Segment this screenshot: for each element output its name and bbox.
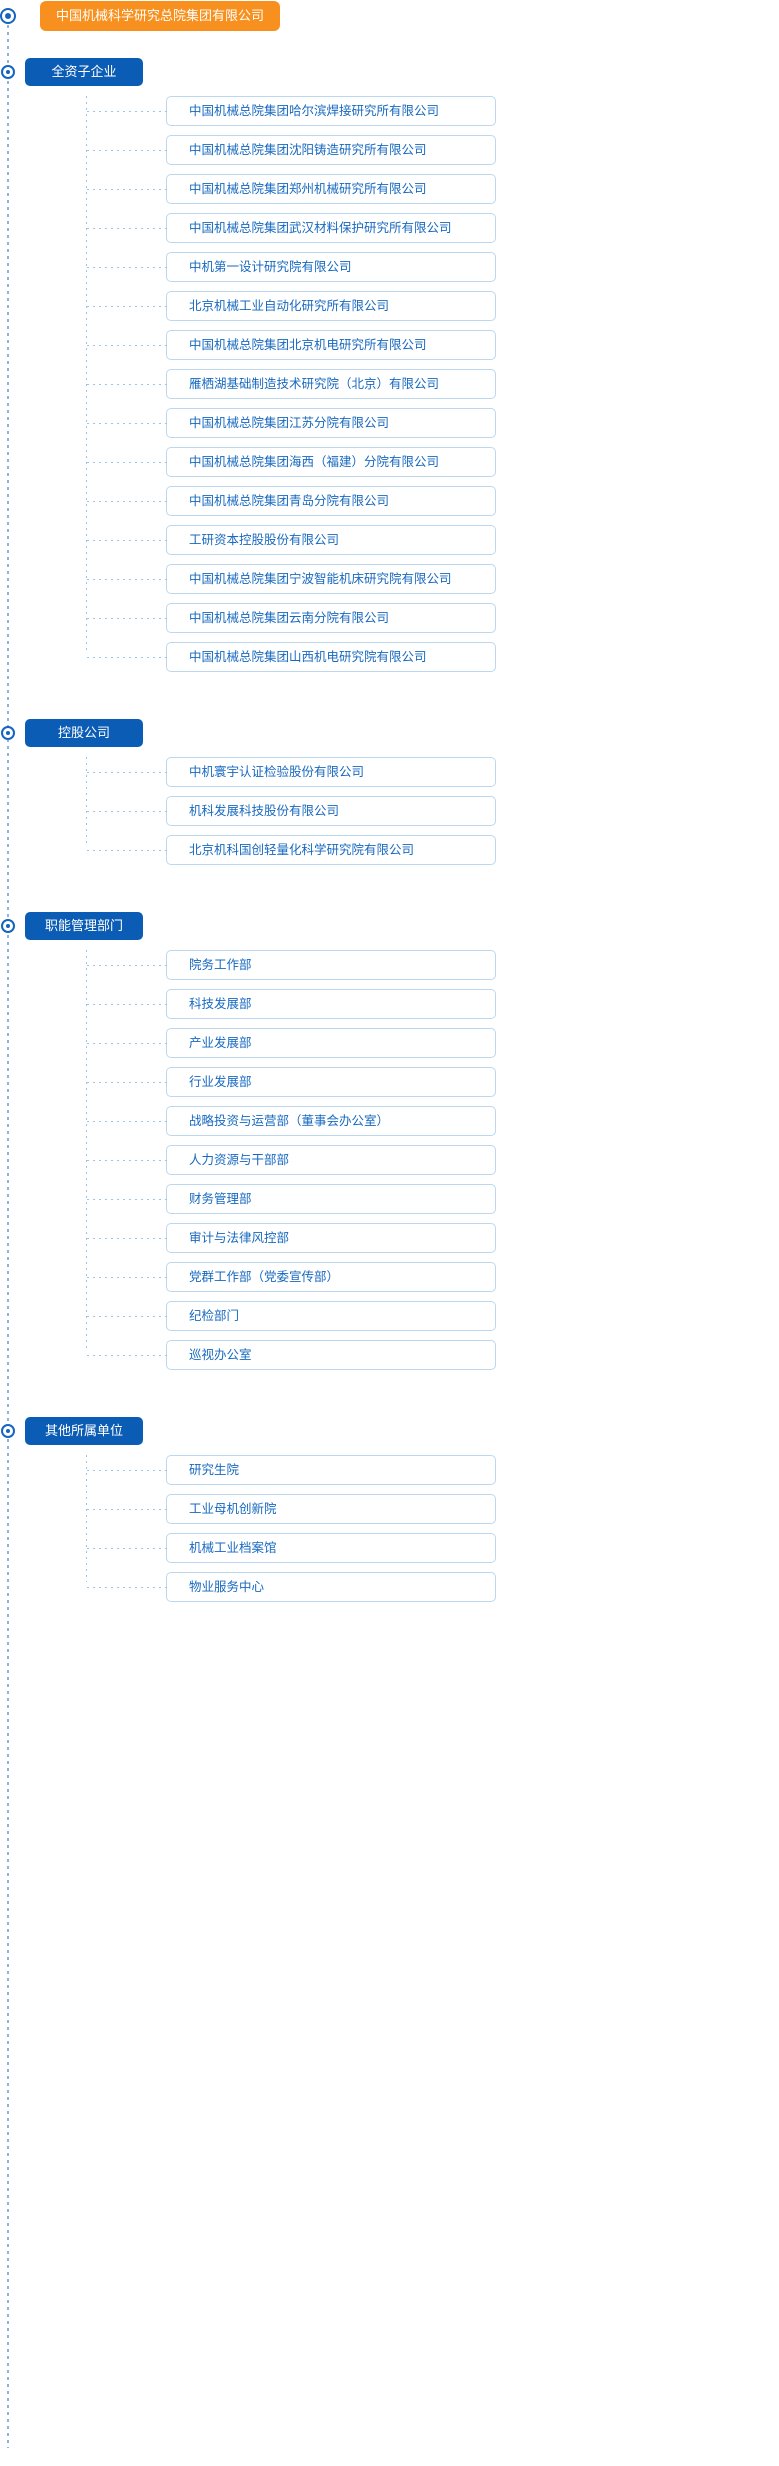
org-unit-label: 党群工作部（党委宣传部） <box>189 1270 340 1284</box>
org-unit-item[interactable]: 研究生院 <box>87 1455 496 1485</box>
org-unit-label: 中机第一设计研究院有限公司 <box>189 260 352 274</box>
section-node-marker-icon <box>1 65 15 79</box>
org-unit-item[interactable]: 物业服务中心 <box>87 1572 496 1602</box>
org-unit-label: 研究生院 <box>189 1463 240 1477</box>
org-unit-item[interactable]: 中机第一设计研究院有限公司 <box>87 252 496 282</box>
section-spacer <box>0 1379 779 1409</box>
org-unit-label: 巡视办公室 <box>189 1348 252 1362</box>
org-unit-label: 北京机科国创轻量化科学研究院有限公司 <box>189 843 415 857</box>
org-unit-label: 工业母机创新院 <box>189 1502 277 1516</box>
org-unit-item[interactable]: 审计与法律风控部 <box>87 1223 496 1253</box>
root-node-label[interactable]: 中国机械科学研究总院集团有限公司 <box>40 1 281 31</box>
org-unit-label: 中国机械总院集团山西机电研究院有限公司 <box>189 650 427 664</box>
section-node-marker-icon <box>1 726 15 740</box>
org-unit-item[interactable]: 院务工作部 <box>87 950 496 980</box>
org-unit-item[interactable]: 中国机械总院集团云南分院有限公司 <box>87 603 496 633</box>
org-unit-label: 财务管理部 <box>189 1192 252 1206</box>
section-node-marker-icon <box>1 919 15 933</box>
org-unit-item[interactable]: 北京机科国创轻量化科学研究院有限公司 <box>87 835 496 865</box>
org-unit-label: 人力资源与干部部 <box>189 1153 290 1167</box>
org-unit-item[interactable]: 中国机械总院集团武汉材料保护研究所有限公司 <box>87 213 496 243</box>
section-spacer <box>0 681 779 711</box>
org-unit-item[interactable]: 中国机械总院集团郑州机械研究所有限公司 <box>87 174 496 204</box>
org-unit-label: 中机寰宇认证检验股份有限公司 <box>189 765 365 779</box>
org-unit-label: 中国机械总院集团江苏分院有限公司 <box>189 416 390 430</box>
org-unit-item[interactable]: 战略投资与运营部（董事会办公室） <box>87 1106 496 1136</box>
section-title-pill[interactable]: 全资子企业 <box>25 58 143 86</box>
org-unit-label: 产业发展部 <box>189 1036 252 1050</box>
main-spine-connector <box>7 18 9 2448</box>
org-unit-label: 雁栖湖基础制造技术研究院（北京）有限公司 <box>189 377 440 391</box>
org-unit-item[interactable]: 产业发展部 <box>87 1028 496 1058</box>
org-section: 控股公司中机寰宇认证检验股份有限公司机科发展科技股份有限公司北京机科国创轻量化科… <box>0 681 779 865</box>
org-unit-item[interactable]: 中国机械总院集团北京机电研究所有限公司 <box>87 330 496 360</box>
org-unit-label: 中国机械总院集团武汉材料保护研究所有限公司 <box>189 221 452 235</box>
org-unit-label: 物业服务中心 <box>189 1580 265 1594</box>
org-unit-label: 工研资本控股股份有限公司 <box>189 533 340 547</box>
org-unit-label: 院务工作部 <box>189 958 252 972</box>
org-unit-label: 机械工业档案馆 <box>189 1541 277 1555</box>
org-unit-item[interactable]: 机科发展科技股份有限公司 <box>87 796 496 826</box>
org-unit-label: 中国机械总院集团沈阳铸造研究所有限公司 <box>189 143 427 157</box>
org-unit-item[interactable]: 机械工业档案馆 <box>87 1533 496 1563</box>
org-unit-item[interactable]: 中国机械总院集团山西机电研究院有限公司 <box>87 642 496 672</box>
org-unit-label: 科技发展部 <box>189 997 252 1011</box>
org-unit-item[interactable]: 中机寰宇认证检验股份有限公司 <box>87 757 496 787</box>
org-unit-item[interactable]: 人力资源与干部部 <box>87 1145 496 1175</box>
root-node-row: 中国机械科学研究总院集团有限公司 <box>0 0 779 32</box>
org-unit-label: 中国机械总院集团北京机电研究所有限公司 <box>189 338 427 352</box>
org-unit-label: 中国机械总院集团青岛分院有限公司 <box>189 494 390 508</box>
sections-container: 全资子企业中国机械总院集团哈尔滨焊接研究所有限公司中国机械总院集团沈阳铸造研究所… <box>0 32 779 1602</box>
section-header: 全资子企业 <box>0 50 779 96</box>
section-title-pill[interactable]: 其他所属单位 <box>25 1417 143 1445</box>
org-section: 职能管理部门院务工作部科技发展部产业发展部行业发展部战略投资与运营部（董事会办公… <box>0 874 779 1370</box>
section-header: 控股公司 <box>0 711 779 757</box>
org-unit-label: 中国机械总院集团云南分院有限公司 <box>189 611 390 625</box>
org-unit-label: 中国机械总院集团宁波智能机床研究院有限公司 <box>189 572 452 586</box>
org-unit-item[interactable]: 工研资本控股股份有限公司 <box>87 525 496 555</box>
org-unit-item[interactable]: 中国机械总院集团哈尔滨焊接研究所有限公司 <box>87 96 496 126</box>
org-section: 其他所属单位研究生院工业母机创新院机械工业档案馆物业服务中心 <box>0 1379 779 1602</box>
org-unit-label: 机科发展科技股份有限公司 <box>189 804 340 818</box>
org-unit-item[interactable]: 中国机械总院集团青岛分院有限公司 <box>87 486 496 516</box>
org-unit-label: 中国机械总院集团郑州机械研究所有限公司 <box>189 182 427 196</box>
org-unit-item[interactable]: 巡视办公室 <box>87 1340 496 1370</box>
section-title-pill[interactable]: 职能管理部门 <box>25 912 143 940</box>
section-items-list: 中机寰宇认证检验股份有限公司机科发展科技股份有限公司北京机科国创轻量化科学研究院… <box>0 757 779 865</box>
root-node-marker-icon <box>0 8 16 24</box>
section-spacer <box>0 32 779 50</box>
org-unit-label: 北京机械工业自动化研究所有限公司 <box>189 299 390 313</box>
org-unit-item[interactable]: 中国机械总院集团沈阳铸造研究所有限公司 <box>87 135 496 165</box>
org-unit-label: 审计与法律风控部 <box>189 1231 290 1245</box>
org-unit-item[interactable]: 纪检部门 <box>87 1301 496 1331</box>
section-spacer <box>0 874 779 904</box>
section-node-marker-icon <box>1 1424 15 1438</box>
org-unit-label: 纪检部门 <box>189 1309 240 1323</box>
section-items-list: 院务工作部科技发展部产业发展部行业发展部战略投资与运营部（董事会办公室） 人力资源… <box>0 950 779 1370</box>
org-unit-item[interactable]: 中国机械总院集团海西（福建）分院有限公司 <box>87 447 496 477</box>
org-unit-item[interactable]: 行业发展部 <box>87 1067 496 1097</box>
section-header: 职能管理部门 <box>0 904 779 950</box>
org-section: 全资子企业中国机械总院集团哈尔滨焊接研究所有限公司中国机械总院集团沈阳铸造研究所… <box>0 32 779 672</box>
org-unit-label: 中国机械总院集团哈尔滨焊接研究所有限公司 <box>189 104 440 118</box>
org-unit-item[interactable]: 中国机械总院集团江苏分院有限公司 <box>87 408 496 438</box>
org-unit-item[interactable]: 科技发展部 <box>87 989 496 1019</box>
org-unit-item[interactable]: 财务管理部 <box>87 1184 496 1214</box>
org-unit-item[interactable]: 雁栖湖基础制造技术研究院（北京）有限公司 <box>87 369 496 399</box>
section-items-list: 中国机械总院集团哈尔滨焊接研究所有限公司中国机械总院集团沈阳铸造研究所有限公司中… <box>0 96 779 672</box>
org-unit-label: 行业发展部 <box>189 1075 252 1089</box>
org-unit-label: 战略投资与运营部（董事会办公室） <box>189 1114 390 1128</box>
section-header: 其他所属单位 <box>0 1409 779 1455</box>
org-unit-item[interactable]: 党群工作部（党委宣传部） <box>87 1262 496 1292</box>
org-unit-item[interactable]: 北京机械工业自动化研究所有限公司 <box>87 291 496 321</box>
section-items-list: 研究生院工业母机创新院机械工业档案馆物业服务中心 <box>0 1455 779 1602</box>
org-unit-label: 中国机械总院集团海西（福建）分院有限公司 <box>189 455 440 469</box>
org-unit-item[interactable]: 工业母机创新院 <box>87 1494 496 1524</box>
org-unit-item[interactable]: 中国机械总院集团宁波智能机床研究院有限公司 <box>87 564 496 594</box>
section-title-pill[interactable]: 控股公司 <box>25 719 143 747</box>
